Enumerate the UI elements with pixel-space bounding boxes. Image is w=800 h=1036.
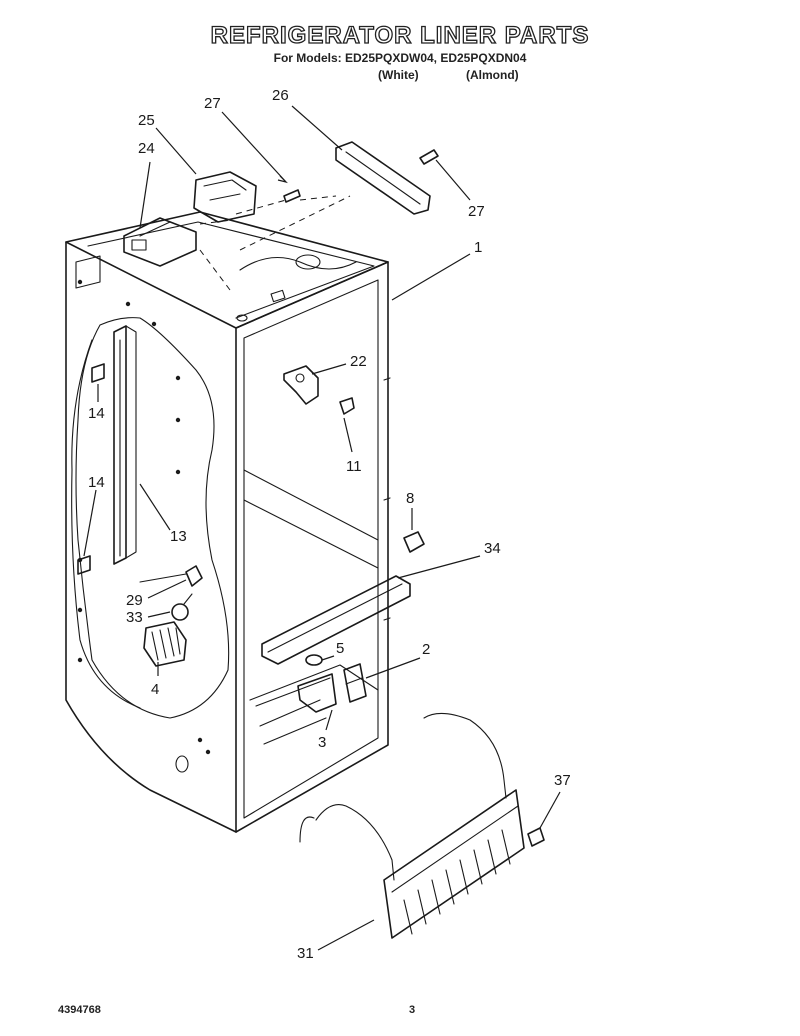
callout-label: 4 (151, 681, 159, 698)
model-numbers: ED25PQXDW04, ED25PQXDN04 (344, 51, 527, 65)
variant-almond: (Almond) (466, 68, 519, 82)
callout-label: 26 (272, 87, 289, 104)
screw-14-lower (77, 555, 91, 575)
screw-14-upper (91, 363, 105, 383)
light-socket-29 (139, 565, 203, 587)
variant-white: (White) (378, 68, 419, 82)
crisper-cover-31 (299, 712, 525, 939)
callout-label: 22 (350, 353, 367, 370)
rail-part-13 (113, 325, 137, 565)
bracket-3 (297, 673, 337, 713)
screw-27-right (419, 149, 439, 165)
models-prefix: For Models: (273, 51, 342, 65)
screw-11 (339, 397, 355, 415)
callout-label: 3 (318, 734, 326, 751)
bracket-26 (335, 141, 431, 215)
callouts: 27 26 25 24 27 1 22 14 11 14 13 8 34 29 … (83, 87, 571, 962)
part-number: 4394768 (58, 1004, 101, 1016)
screw-27-left (283, 189, 301, 203)
callout-label: 8 (406, 490, 414, 507)
light-shield-4 (143, 621, 187, 667)
callout-label: 14 (88, 474, 105, 491)
bulb-33 (171, 593, 193, 621)
callout-label: 14 (88, 405, 105, 422)
plug-8 (403, 531, 425, 553)
callout-label: 13 (170, 528, 187, 545)
models-line: For Models: ED25PQXDW04, ED25PQXDN04 (0, 51, 800, 65)
housing-cover-25 (193, 171, 257, 223)
callout-label: 24 (138, 140, 155, 157)
callout-label: 31 (297, 945, 314, 962)
callout-label: 27 (468, 203, 485, 220)
grommet-5 (305, 654, 323, 666)
callout-label: 5 (336, 640, 344, 657)
bracket-2 (343, 663, 367, 703)
callout-label: 11 (346, 458, 362, 475)
callout-label: 33 (126, 609, 143, 626)
callout-label: 25 (138, 112, 155, 129)
screw-37 (527, 827, 545, 847)
page-title: REFRIGERATOR LINER PARTS (210, 21, 590, 49)
shelf-support-34 (261, 575, 411, 665)
liner-cabinet (65, 211, 391, 833)
callout-label: 34 (484, 540, 501, 557)
callout-label: 27 (204, 95, 221, 112)
callout-label: 2 (422, 641, 430, 658)
control-housing-24 (123, 217, 197, 267)
bracket-22 (283, 365, 319, 405)
callout-label: 37 (554, 772, 571, 789)
callout-label: 29 (126, 592, 143, 609)
callout-label: 1 (474, 239, 482, 256)
page-number: 3 (409, 1004, 416, 1016)
